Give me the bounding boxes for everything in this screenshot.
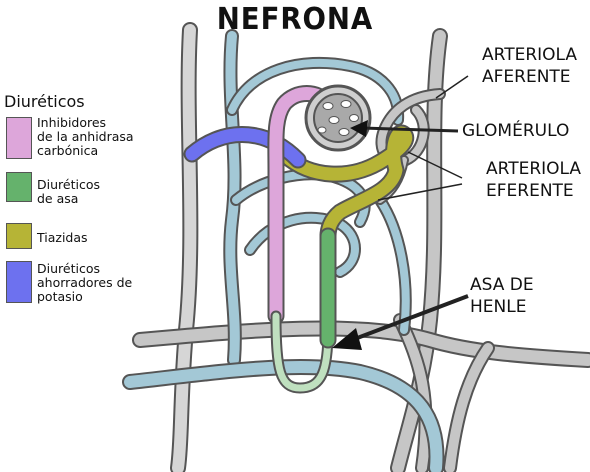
legend-swatch-k-sparing [6,261,32,303]
label-efferent-arteriole: ARTERIOLA EFERENTE [486,159,582,201]
label-loop-of-henle: ASA DE HENLE [470,275,534,317]
label-glomerulus: GLOMÉRULO [462,121,570,141]
legend-swatch-loop [6,172,32,202]
loop-of-henle [270,227,337,394]
glomerulus [304,84,372,152]
gray-vessels [132,22,590,472]
collecting-segment [183,126,307,169]
legend-swatch-carbonic [6,117,32,159]
legend-label-k-sparing: Diuréticos ahorradores de potasio [37,261,133,304]
label-afferent-arteriole: ARTERIOLA AFERENTE [482,45,578,87]
leader-lines [351,75,469,342]
legend-heading: Diuréticos [4,92,85,111]
arrowheads [332,120,368,350]
legend-label-loop: Diuréticos de asa [37,177,100,206]
legend-label-thiazide: Tiazidas [37,230,88,245]
page-title: NEFRONA [216,2,374,37]
distal-tubule [277,124,415,245]
legend-label-carbonic: Inhibidores de la anhidrasa carbónica [37,115,134,158]
legend-swatch-thiazide [6,223,32,249]
